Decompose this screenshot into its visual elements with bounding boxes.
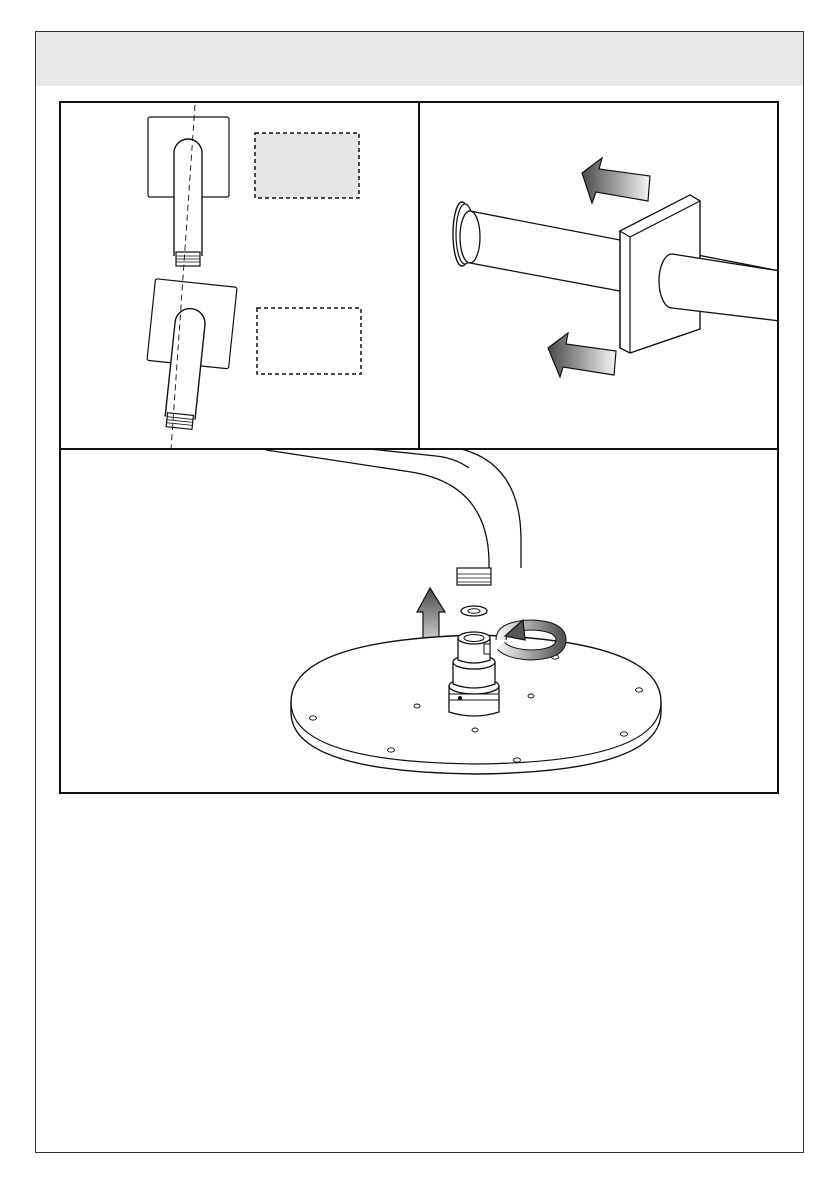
empty-dashed-box (257, 308, 361, 374)
shaded-dashed-box (255, 133, 359, 198)
curved-arm-icon (266, 450, 521, 585)
header-band (36, 32, 803, 86)
washer-icon (461, 606, 487, 616)
flange-slide-drawing (420, 103, 779, 450)
arm-orientation-drawing (61, 103, 420, 450)
tilted-arm-icon (140, 279, 237, 433)
figure-panel-flange-slide (418, 101, 779, 450)
figure-panel-arm-orientation (59, 101, 420, 450)
figure-panel-shower-head (59, 448, 779, 794)
straight-arm-icon (148, 117, 229, 266)
shower-head-drawing (61, 450, 779, 794)
square-cover-plate-icon (620, 195, 779, 353)
